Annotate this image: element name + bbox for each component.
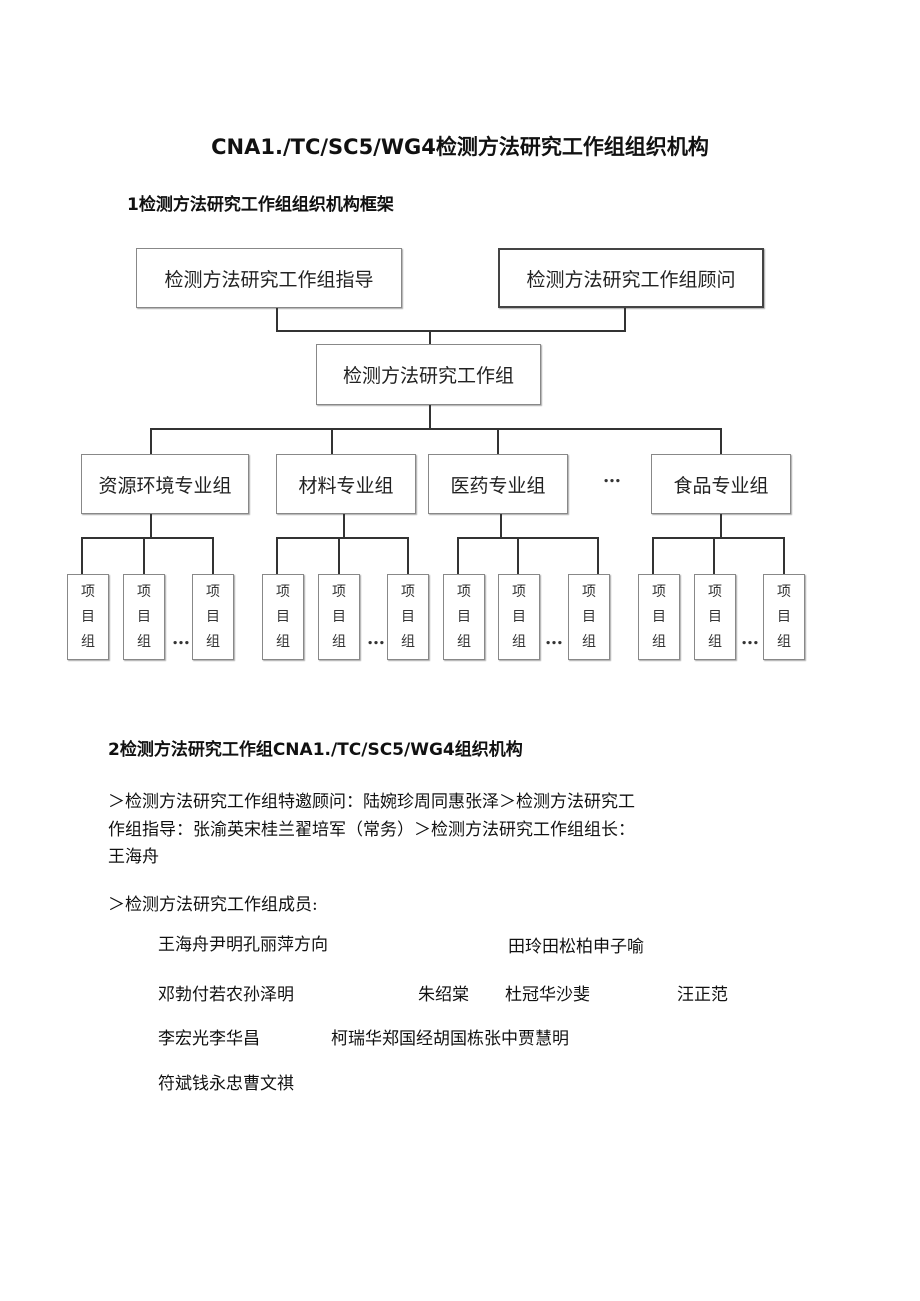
section1-heading: 1检测方法研究工作组组织机构框架 xyxy=(127,195,394,215)
connector xyxy=(150,514,152,538)
connector xyxy=(624,308,626,331)
connector xyxy=(497,428,499,454)
project-group-box: 项目组 xyxy=(318,574,360,660)
connector xyxy=(457,537,599,539)
project-ellipsis: … xyxy=(545,628,564,649)
connector xyxy=(457,537,459,574)
connector xyxy=(212,537,214,574)
guide-box: 检测方法研究工作组指导 xyxy=(136,248,402,308)
member-names: 田玲田松柏申子喻 xyxy=(508,937,644,957)
project-group-box: 项目组 xyxy=(192,574,234,660)
connector xyxy=(597,537,599,574)
connector xyxy=(150,428,722,430)
connector xyxy=(143,537,145,574)
page-title: CNA1./TC/SC5/WG4检测方法研究工作组组织机构 xyxy=(211,135,709,159)
project-group-box: 项目组 xyxy=(262,574,304,660)
connector xyxy=(276,537,409,539)
project-group-box: 项目组 xyxy=(568,574,610,660)
connector xyxy=(81,537,214,539)
connector xyxy=(276,330,626,332)
advisors-paragraph-line: 王海舟 xyxy=(108,847,159,867)
project-group-box: 项目组 xyxy=(694,574,736,660)
members-label: ＞检测方法研究工作组成员: xyxy=(108,895,318,915)
project-group-box: 项目组 xyxy=(67,574,109,660)
working-group-box: 检测方法研究工作组 xyxy=(316,344,541,405)
connector xyxy=(517,537,519,574)
group-box-environment: 资源环境专业组 xyxy=(81,454,249,514)
connector xyxy=(652,537,654,574)
member-names: 柯瑞华郑国经胡国栋张中贾慧明 xyxy=(331,1029,569,1049)
advisors-paragraph-line: 作组指导：张渝英宋桂兰翟培军（常务）＞检测方法研究工作组组长： xyxy=(108,820,635,840)
member-names: 杜冠华沙斐 xyxy=(505,985,590,1005)
connector xyxy=(783,537,785,574)
group-box-materials: 材料专业组 xyxy=(276,454,416,514)
project-group-box: 项目组 xyxy=(443,574,485,660)
connector xyxy=(500,514,502,538)
connector xyxy=(652,537,785,539)
connector xyxy=(429,405,431,429)
advisor-box: 检测方法研究工作组顾问 xyxy=(498,248,764,308)
member-names: 李宏光李华昌 xyxy=(158,1029,260,1049)
connector xyxy=(407,537,409,574)
group-box-food: 食品专业组 xyxy=(651,454,791,514)
member-names: 符斌钱永忠曹文祺 xyxy=(158,1074,294,1094)
member-names: 朱绍棠 xyxy=(418,985,469,1005)
advisors-paragraph-line: ＞检测方法研究工作组特邀顾问：陆婉珍周同惠张泽＞检测方法研究工 xyxy=(108,792,635,812)
connector xyxy=(720,428,722,454)
connector xyxy=(429,330,431,344)
project-group-box: 项目组 xyxy=(498,574,540,660)
section2-heading: 2检测方法研究工作组CNA1./TC/SC5/WG4组织机构 xyxy=(108,740,523,760)
connector xyxy=(331,428,333,454)
project-group-box: 项目组 xyxy=(123,574,165,660)
project-group-box: 项目组 xyxy=(638,574,680,660)
groups-ellipsis: … xyxy=(603,466,622,487)
connector xyxy=(713,537,715,574)
member-names: 汪正范 xyxy=(677,985,728,1005)
project-ellipsis: … xyxy=(367,628,386,649)
connector xyxy=(338,537,340,574)
connector xyxy=(150,428,152,454)
connector xyxy=(276,308,278,331)
project-group-box: 项目组 xyxy=(387,574,429,660)
connector xyxy=(720,514,722,538)
member-names: 邓勃付若农孙泽明 xyxy=(158,985,294,1005)
member-names: 王海舟尹明孔丽萍方向 xyxy=(158,935,328,955)
project-ellipsis: … xyxy=(741,628,760,649)
connector xyxy=(276,537,278,574)
project-ellipsis: … xyxy=(172,628,191,649)
connector xyxy=(343,514,345,538)
project-group-box: 项目组 xyxy=(763,574,805,660)
group-box-medicine: 医药专业组 xyxy=(428,454,568,514)
connector xyxy=(81,537,83,574)
